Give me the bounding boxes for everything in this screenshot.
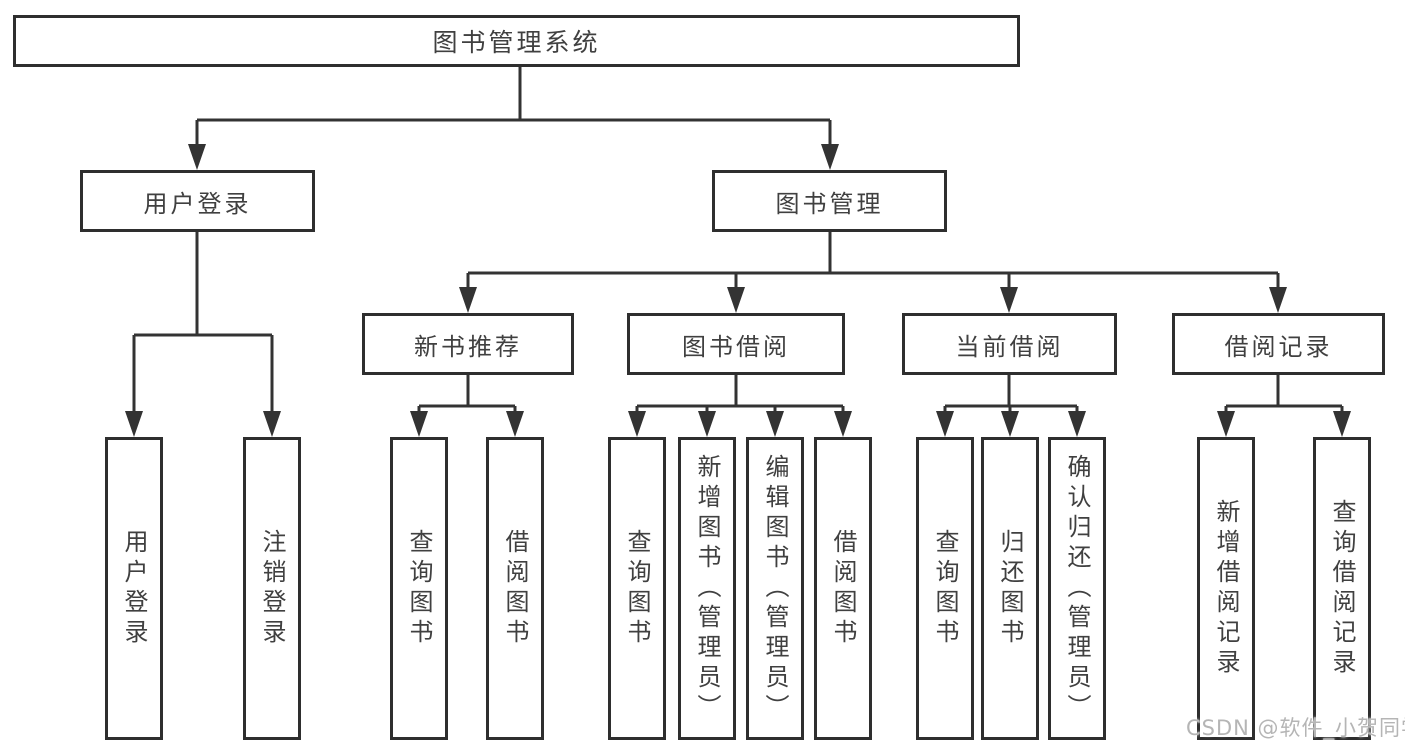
node-borrowing-records-label: 借阅记录	[1224, 332, 1333, 361]
connector-borrow-children	[635, 375, 845, 413]
connector-records-children	[1224, 375, 1344, 413]
node-book-management-label: 图书管理	[775, 189, 884, 218]
node-system-root: 图书管理系统	[13, 15, 1020, 67]
node-system-root-label: 图书管理系统	[432, 28, 601, 57]
node-book-borrowing-label: 图书借阅	[682, 332, 790, 361]
node-user-login-label: 用户登录	[143, 189, 252, 218]
leaf-current-return-books-label: 归还图书	[996, 528, 1024, 649]
connector-recommend-children	[417, 375, 517, 413]
leaf-borrowing-edit-books-admin: 编辑图书（管理员）	[746, 437, 804, 740]
leaf-borrowing-add-books-admin: 新增图书（管理员）	[678, 437, 736, 740]
node-new-book-recommend: 新书推荐	[362, 313, 574, 375]
leaf-records-add-record-label: 新增借阅记录	[1212, 498, 1240, 679]
node-book-borrowing: 图书借阅	[627, 313, 845, 375]
leaf-records-add-record: 新增借阅记录	[1197, 437, 1255, 740]
connector-book-mgmt-children	[466, 232, 1280, 289]
leaf-borrowing-add-books-admin-label: 新增图书（管理员）	[693, 453, 721, 724]
leaf-borrowing-borrow-books-label: 借阅图书	[829, 528, 857, 649]
node-new-book-recommend-label: 新书推荐	[414, 332, 522, 361]
leaf-borrowing-query-books: 查询图书	[608, 437, 666, 740]
leaf-recommend-query-books: 查询图书	[390, 437, 448, 740]
leaf-logout-label: 注销登录	[258, 528, 286, 649]
leaf-logout: 注销登录	[243, 437, 301, 740]
leaf-recommend-query-books-label: 查询图书	[405, 528, 433, 649]
leaf-user-login: 用户登录	[105, 437, 163, 740]
leaf-recommend-borrow-books-label: 借阅图书	[501, 528, 529, 649]
leaf-current-confirm-return-admin: 确认归还（管理员）	[1048, 437, 1106, 740]
leaf-recommend-borrow-books: 借阅图书	[486, 437, 544, 740]
leaf-current-return-books: 归还图书	[981, 437, 1039, 740]
leaf-borrowing-edit-books-admin-label: 编辑图书（管理员）	[761, 453, 789, 724]
node-current-borrowing: 当前借阅	[902, 313, 1117, 375]
leaf-records-query-record-label: 查询借阅记录	[1328, 498, 1356, 679]
leaf-current-query-books-label: 查询图书	[931, 528, 959, 649]
leaf-borrowing-borrow-books: 借阅图书	[814, 437, 872, 740]
leaf-records-query-record: 查询借阅记录	[1313, 437, 1371, 740]
node-book-management: 图书管理	[712, 170, 947, 232]
leaf-borrowing-query-books-label: 查询图书	[623, 528, 651, 649]
leaf-current-query-books: 查询图书	[916, 437, 974, 740]
arrowhead-icons	[125, 144, 1351, 437]
connector-root-branches	[195, 67, 832, 146]
node-borrowing-records: 借阅记录	[1172, 313, 1385, 375]
connector-current-children	[943, 375, 1079, 413]
leaf-current-confirm-return-admin-label: 确认归还（管理员）	[1063, 453, 1091, 724]
node-current-borrowing-label: 当前借阅	[955, 332, 1064, 361]
node-user-login-branch: 用户登录	[80, 170, 315, 232]
connector-user-login-children	[132, 232, 274, 413]
leaf-user-login-label: 用户登录	[120, 528, 148, 649]
csdn-watermark: CSDN @软件_小贺同学	[1186, 716, 1405, 740]
